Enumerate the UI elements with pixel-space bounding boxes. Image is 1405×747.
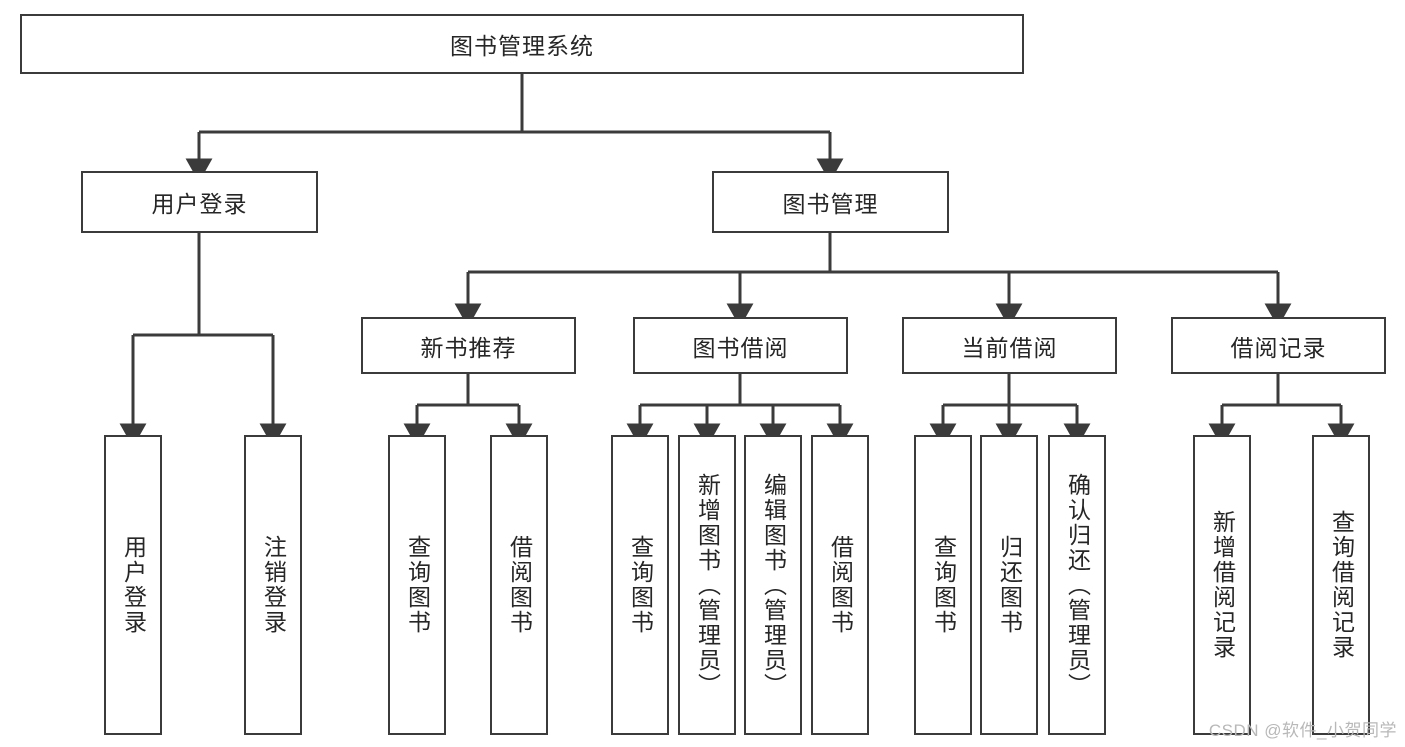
leaf-query-record[interactable]: 查询借阅记录	[1312, 435, 1370, 735]
leaf-add-record[interactable]: 新增借阅记录	[1193, 435, 1251, 735]
node-book-borrow[interactable]: 图书借阅	[633, 317, 848, 374]
leaf-query-book-2-label: 查询图书	[627, 535, 654, 635]
node-book-management[interactable]: 图书管理	[712, 171, 949, 233]
leaf-user-login[interactable]: 用户登录	[104, 435, 162, 735]
leaf-user-login-label: 用户登录	[120, 535, 147, 635]
leaf-query-book-3-label: 查询图书	[930, 535, 957, 635]
node-book-borrow-label: 图书借阅	[692, 334, 789, 361]
leaf-query-book-1[interactable]: 查询图书	[388, 435, 446, 735]
leaf-add-book-label: 新增图书（管理员）	[694, 472, 721, 698]
node-root-label: 图书管理系统	[450, 33, 594, 59]
node-borrow-record-label: 借阅记录	[1230, 334, 1327, 361]
node-new-book-recommend-label: 新书推荐	[420, 334, 517, 361]
leaf-logout-label: 注销登录	[260, 535, 287, 635]
leaf-borrow-book-1-label: 借阅图书	[506, 535, 533, 635]
leaf-edit-book[interactable]: 编辑图书（管理员）	[744, 435, 802, 735]
node-user-login-label: 用户登录	[151, 191, 248, 217]
leaf-query-book-2[interactable]: 查询图书	[611, 435, 669, 735]
leaf-confirm-return-label: 确认归还（管理员）	[1064, 472, 1091, 698]
node-book-management-label: 图书管理	[782, 191, 879, 217]
leaf-borrow-book-1[interactable]: 借阅图书	[490, 435, 548, 735]
leaf-query-record-label: 查询借阅记录	[1328, 510, 1355, 660]
leaf-borrow-book-2[interactable]: 借阅图书	[811, 435, 869, 735]
leaf-add-book[interactable]: 新增图书（管理员）	[678, 435, 736, 735]
node-current-borrow[interactable]: 当前借阅	[902, 317, 1117, 374]
leaf-return-book-label: 归还图书	[996, 535, 1023, 635]
leaf-confirm-return[interactable]: 确认归还（管理员）	[1048, 435, 1106, 735]
node-borrow-record[interactable]: 借阅记录	[1171, 317, 1386, 374]
node-current-borrow-label: 当前借阅	[961, 334, 1058, 361]
node-user-login[interactable]: 用户登录	[81, 171, 318, 233]
leaf-add-record-label: 新增借阅记录	[1209, 510, 1236, 660]
leaf-edit-book-label: 编辑图书（管理员）	[760, 472, 787, 698]
leaf-query-book-3[interactable]: 查询图书	[914, 435, 972, 735]
leaf-query-book-1-label: 查询图书	[404, 535, 431, 635]
leaf-return-book[interactable]: 归还图书	[980, 435, 1038, 735]
watermark: CSDN @软件_小贺同学	[1208, 721, 1397, 740]
node-root[interactable]: 图书管理系统	[20, 14, 1024, 74]
leaf-borrow-book-2-label: 借阅图书	[827, 535, 854, 635]
leaf-logout[interactable]: 注销登录	[244, 435, 302, 735]
node-new-book-recommend[interactable]: 新书推荐	[361, 317, 576, 374]
